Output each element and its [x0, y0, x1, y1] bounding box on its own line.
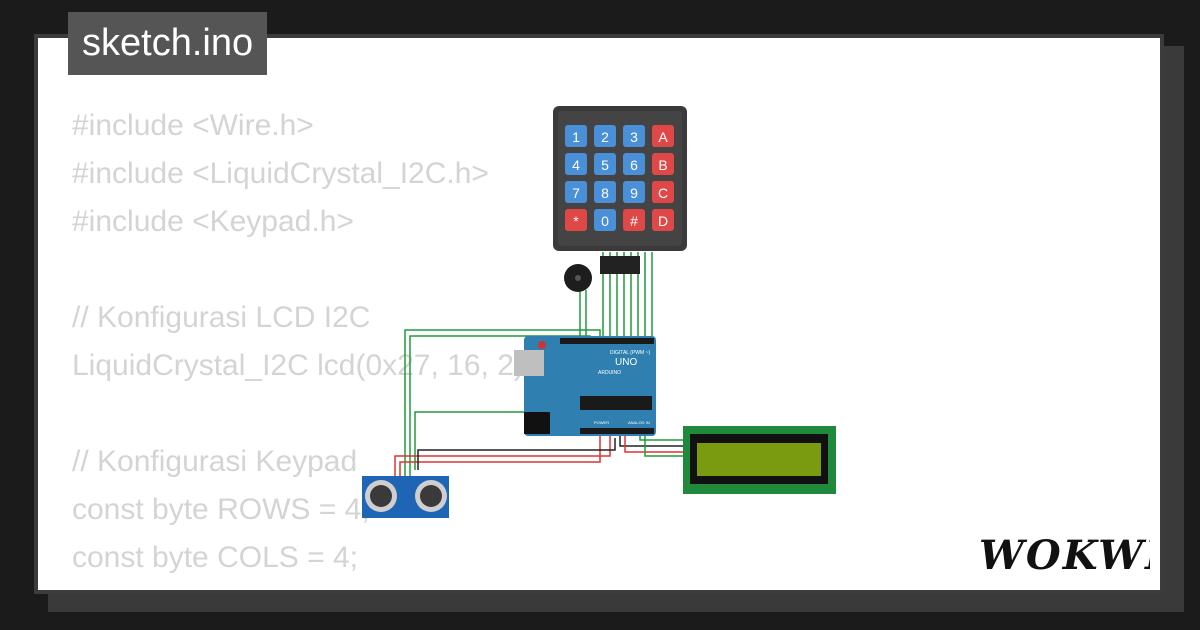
- svg-text:1: 1: [572, 129, 580, 145]
- svg-text:6: 6: [630, 157, 638, 173]
- code-line: #include <Keypad.h>: [72, 205, 354, 238]
- keypad-4x4[interactable]: 1 2 3 A 4 5 6 B 7 8 9 C * 0 # D: [553, 106, 687, 274]
- keypad-key[interactable]: D: [652, 209, 674, 231]
- code-line: #include <LiquidCrystal_I2C.h>: [72, 157, 489, 190]
- code-line: const byte COLS = 4;: [72, 541, 358, 574]
- buzzer[interactable]: [564, 264, 592, 292]
- svg-text:5: 5: [601, 157, 609, 173]
- keypad-key[interactable]: 8: [594, 181, 616, 203]
- keypad-key[interactable]: #: [623, 209, 645, 231]
- code-line: // Konfigurasi Keypad: [72, 445, 358, 478]
- svg-text:*: *: [573, 213, 579, 229]
- svg-text:B: B: [658, 157, 667, 173]
- ultrasonic-sensor[interactable]: [362, 476, 449, 518]
- model-label: UNO: [615, 357, 637, 368]
- code-snippet: #include <Wire.h> #include <LiquidCrystal…: [72, 102, 533, 590]
- keypad-key[interactable]: B: [652, 153, 674, 175]
- keypad-key[interactable]: 3: [623, 125, 645, 147]
- digital-label: DIGITAL (PWM ~): [610, 350, 650, 356]
- keypad-key[interactable]: 4: [565, 153, 587, 175]
- keypad-key[interactable]: 0: [594, 209, 616, 231]
- keypad-key[interactable]: 6: [623, 153, 645, 175]
- code-line: // Konfigurasi LCD I2C: [72, 301, 371, 334]
- svg-text:2: 2: [601, 129, 609, 145]
- arduino-uno[interactable]: DIGITAL (PWM ~) UNO ARDUINO ANALOG IN PO…: [514, 336, 656, 436]
- svg-text:C: C: [658, 185, 668, 201]
- svg-text:0: 0: [601, 213, 609, 229]
- keypad-key[interactable]: 2: [594, 125, 616, 147]
- power-label: POWER: [594, 420, 609, 425]
- analog-label: ANALOG IN: [628, 420, 650, 425]
- wokwi-logo: WOKWI: [979, 532, 1150, 579]
- svg-text:9: 9: [630, 185, 638, 201]
- wokwi-logo-text: WOKWI: [979, 532, 1150, 579]
- keypad-key[interactable]: 7: [565, 181, 587, 203]
- keypad-key[interactable]: A: [652, 125, 674, 147]
- keypad-key[interactable]: 5: [594, 153, 616, 175]
- code-line: char keys[ROWS][COLS] = {: [72, 582, 532, 590]
- file-tab-title: sketch.ino: [68, 12, 268, 75]
- keypad-key[interactable]: C: [652, 181, 674, 203]
- brand-label: ARDUINO: [598, 370, 621, 376]
- lcd-16x2[interactable]: [683, 426, 836, 494]
- svg-text:D: D: [658, 213, 668, 229]
- svg-text:7: 7: [572, 185, 580, 201]
- code-line: LiquidCrystal_I2C lcd(0x27, 16, 2);: [72, 349, 533, 382]
- svg-text:#: #: [630, 213, 638, 229]
- svg-text:8: 8: [601, 185, 609, 201]
- keypad-key[interactable]: 9: [623, 181, 645, 203]
- keypad-key[interactable]: 1: [565, 125, 587, 147]
- svg-text:4: 4: [572, 157, 580, 173]
- svg-text:3: 3: [630, 129, 638, 145]
- code-line: const byte ROWS = 4;: [72, 493, 370, 526]
- code-line: #include <Wire.h>: [72, 109, 314, 142]
- svg-text:A: A: [658, 129, 668, 145]
- keypad-key[interactable]: *: [565, 209, 587, 231]
